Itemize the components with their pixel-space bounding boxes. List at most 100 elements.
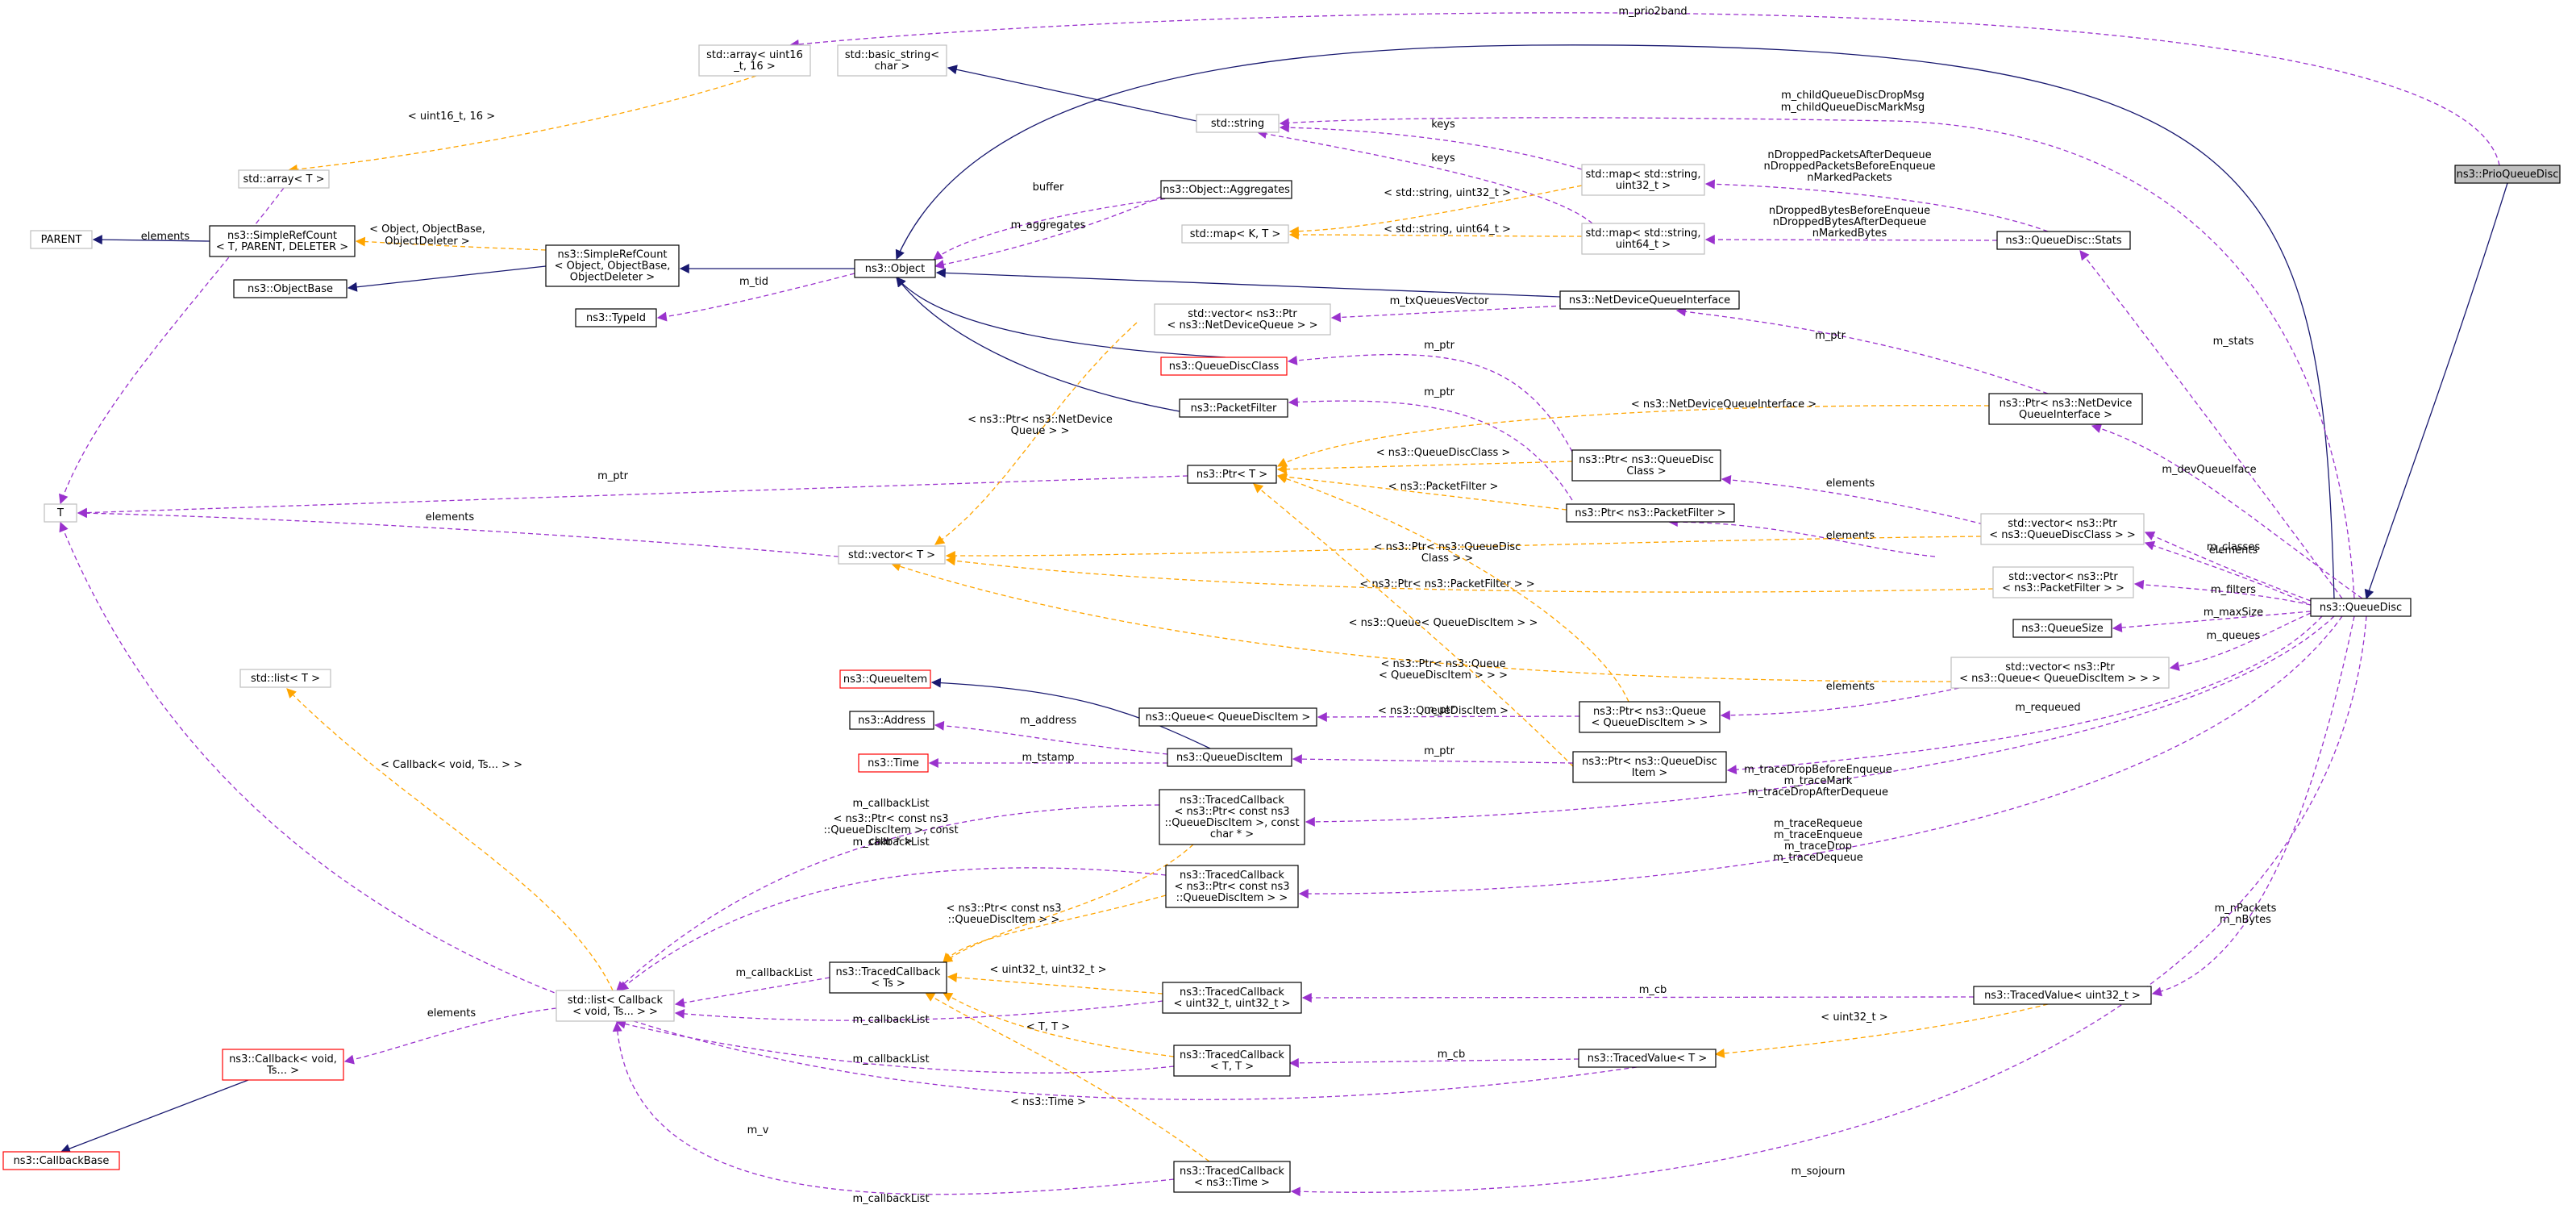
node-box[interactable] xyxy=(1581,223,1705,255)
class-node-tc_ptr_const[interactable]: ns3::TracedCallback< ns3::Ptr< const ns3… xyxy=(1165,865,1299,908)
node-box[interactable] xyxy=(858,753,929,773)
node-box[interactable] xyxy=(239,669,331,688)
class-node-parent[interactable]: PARENT xyxy=(30,230,93,249)
node-box[interactable] xyxy=(1160,357,1288,376)
node-box[interactable] xyxy=(1571,449,1721,482)
node-box[interactable] xyxy=(1988,393,2143,425)
class-node-time[interactable]: ns3::Time xyxy=(858,753,929,773)
class-node-tc_ptr_const_char[interactable]: ns3::TracedCallback< ns3::Ptr< const ns3… xyxy=(1159,789,1305,845)
node-box[interactable] xyxy=(545,244,680,287)
class-node-typeid[interactable]: ns3::TypeId xyxy=(575,308,657,327)
class-node-queue_qdi[interactable]: ns3::Queue< QueueDiscItem > xyxy=(1138,707,1317,727)
class-node-map_u64[interactable]: std::map< std::string,uint64_t > xyxy=(1581,223,1705,255)
class-node-vec_t[interactable]: std::vector< T > xyxy=(838,545,946,565)
class-node-objectbase[interactable]: ns3::ObjectBase xyxy=(233,279,347,298)
node-box[interactable] xyxy=(222,1049,344,1081)
node-box[interactable] xyxy=(1179,398,1288,418)
class-node-map_kt[interactable]: std::map< K, T > xyxy=(1181,224,1289,244)
class-node-queuediscitem[interactable]: ns3::QueueDiscItem xyxy=(1167,748,1292,767)
node-box[interactable] xyxy=(1162,982,1302,1014)
class-node-address[interactable]: ns3::Address xyxy=(849,711,934,730)
class-node-queuesize[interactable]: ns3::QueueSize xyxy=(2012,619,2112,638)
node-box[interactable] xyxy=(1154,303,1331,336)
node-box[interactable] xyxy=(1196,114,1280,133)
class-node-vec_qdc[interactable]: std::vector< ns3::Ptr< ns3::QueueDiscCla… xyxy=(1980,513,2145,545)
class-node-T[interactable]: T xyxy=(44,503,77,523)
class-node-stdlist_cb[interactable]: std::list< Callback< void, Ts... > > xyxy=(556,990,675,1022)
node-box[interactable] xyxy=(1950,657,2170,689)
node-box[interactable] xyxy=(1996,231,2131,250)
node-box[interactable] xyxy=(854,259,936,278)
node-box[interactable] xyxy=(698,44,811,77)
node-box[interactable] xyxy=(849,711,934,730)
class-node-stdarray_u16[interactable]: std::array< uint16_t, 16 > xyxy=(698,44,811,77)
class-node-vec_queue[interactable]: std::vector< ns3::Ptr< ns3::Queue< Queue… xyxy=(1950,657,2170,689)
node-box[interactable] xyxy=(1173,1161,1291,1193)
class-node-vec_ndq[interactable]: std::vector< ns3::Ptr< ns3::NetDeviceQue… xyxy=(1154,303,1331,336)
node-box[interactable] xyxy=(1173,1045,1291,1077)
class-node-ptr_qdi[interactable]: ns3::Ptr< ns3::QueueDiscItem > xyxy=(1572,751,1727,783)
node-box[interactable] xyxy=(1980,513,2145,545)
class-node-tc_tt[interactable]: ns3::TracedCallback< T, T > xyxy=(1173,1045,1291,1077)
class-node-queuedisc[interactable]: ns3::QueueDisc xyxy=(2310,598,2412,617)
class-node-tv_t[interactable]: ns3::TracedValue< T > xyxy=(1578,1049,1717,1068)
class-node-simplerefcount_t[interactable]: ns3::SimpleRefCount< T, PARENT, DELETER … xyxy=(209,225,356,257)
node-box[interactable] xyxy=(1579,701,1721,733)
node-box[interactable] xyxy=(1973,986,2152,1005)
node-box[interactable] xyxy=(1566,503,1735,523)
node-box[interactable] xyxy=(1165,865,1299,908)
class-node-ptr_ndqi[interactable]: ns3::Ptr< ns3::NetDeviceQueueInterface > xyxy=(1988,393,2143,425)
class-node-queueitem[interactable]: ns3::QueueItem xyxy=(839,669,931,689)
node-box[interactable] xyxy=(839,669,931,689)
class-node-prioqueuedisc[interactable]: ns3::PrioQueueDisc xyxy=(2454,165,2561,184)
class-node-tv_u32[interactable]: ns3::TracedValue< uint32_t > xyxy=(1973,986,2152,1005)
node-box[interactable] xyxy=(1187,465,1277,484)
node-box[interactable] xyxy=(209,225,356,257)
node-box[interactable] xyxy=(829,961,947,994)
node-box[interactable] xyxy=(44,503,77,523)
class-node-simplerefcount_obj[interactable]: ns3::SimpleRefCount< Object, ObjectBase,… xyxy=(545,244,680,287)
class-node-aggregates[interactable]: ns3::Object::Aggregates xyxy=(1160,180,1292,199)
node-box[interactable] xyxy=(2454,165,2561,184)
node-box[interactable] xyxy=(1578,1049,1717,1068)
class-node-object[interactable]: ns3::Object xyxy=(854,259,936,278)
class-node-callback[interactable]: ns3::Callback< void,Ts... > xyxy=(222,1049,344,1081)
node-box[interactable] xyxy=(2310,598,2412,617)
class-node-tc_u32[interactable]: ns3::TracedCallback< uint32_t, uint32_t … xyxy=(1162,982,1302,1014)
node-box[interactable] xyxy=(1138,707,1317,727)
node-box[interactable] xyxy=(1559,290,1740,310)
node-box[interactable] xyxy=(233,279,347,298)
class-node-vec_pf[interactable]: std::vector< ns3::Ptr< ns3::PacketFilter… xyxy=(1992,566,2134,598)
node-box[interactable] xyxy=(1160,180,1292,199)
class-node-stats[interactable]: ns3::QueueDisc::Stats xyxy=(1996,231,2131,250)
class-node-stdstring[interactable]: std::string xyxy=(1196,114,1280,133)
node-box[interactable] xyxy=(1167,748,1292,767)
class-node-queuediscclass[interactable]: ns3::QueueDiscClass xyxy=(1160,357,1288,376)
node-box[interactable] xyxy=(2012,619,2112,638)
node-box[interactable] xyxy=(30,230,93,249)
node-box[interactable] xyxy=(1581,164,1705,196)
class-node-basicstring[interactable]: std::basic_string<char > xyxy=(837,44,947,77)
class-node-callbackbase[interactable]: ns3::CallbackBase xyxy=(2,1151,120,1170)
class-node-ptr_pf[interactable]: ns3::Ptr< ns3::PacketFilter > xyxy=(1566,503,1735,523)
node-box[interactable] xyxy=(1992,566,2134,598)
class-node-stdarray_t[interactable]: std::array< T > xyxy=(238,169,330,189)
node-box[interactable] xyxy=(1181,224,1289,244)
node-box[interactable] xyxy=(238,169,330,189)
node-box[interactable] xyxy=(838,545,946,565)
node-box[interactable] xyxy=(837,44,947,77)
class-node-tc_ts[interactable]: ns3::TracedCallback< Ts > xyxy=(829,961,947,994)
class-node-ndqi[interactable]: ns3::NetDeviceQueueInterface xyxy=(1559,290,1740,310)
node-box[interactable] xyxy=(2,1151,120,1170)
class-node-ptr_queue[interactable]: ns3::Ptr< ns3::Queue< QueueDiscItem > > xyxy=(1579,701,1721,733)
class-node-packetfilter[interactable]: ns3::PacketFilter xyxy=(1179,398,1288,418)
class-node-ptr_t[interactable]: ns3::Ptr< T > xyxy=(1187,465,1277,484)
class-node-tc_time[interactable]: ns3::TracedCallback< ns3::Time > xyxy=(1173,1161,1291,1193)
class-node-stdlist_t[interactable]: std::list< T > xyxy=(239,669,331,688)
node-box[interactable] xyxy=(575,308,657,327)
class-node-map_u32[interactable]: std::map< std::string,uint32_t > xyxy=(1581,164,1705,196)
node-box[interactable] xyxy=(556,990,675,1022)
class-node-ptr_qdc[interactable]: ns3::Ptr< ns3::QueueDiscClass > xyxy=(1571,449,1721,482)
node-box[interactable] xyxy=(1572,751,1727,783)
node-box[interactable] xyxy=(1159,789,1305,845)
